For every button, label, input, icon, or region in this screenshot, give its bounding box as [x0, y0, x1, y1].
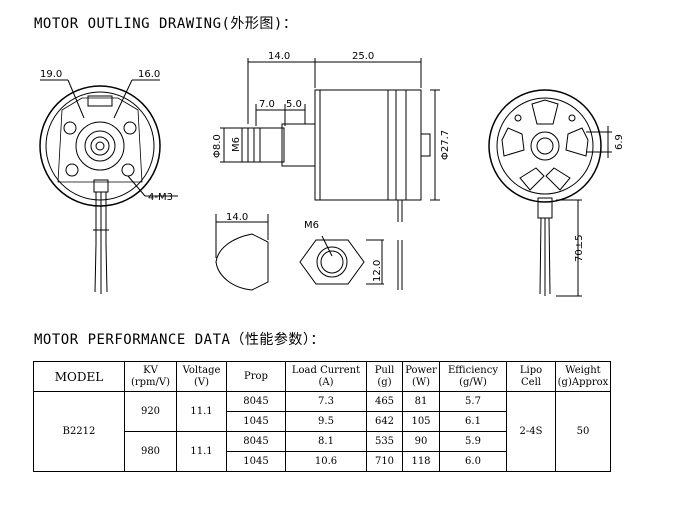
performance-heading: MOTOR PERFORMANCE DATA（性能参数）：	[34, 332, 325, 348]
header-weight-label: Weight	[565, 364, 601, 376]
front-view	[39, 79, 178, 294]
table-row: 1045 9.5 642 105 6.1	[34, 411, 611, 432]
cell-pull: 465	[366, 391, 403, 412]
header-voltage-label: Voltage	[182, 364, 221, 376]
header-lipo-unit: Cell	[521, 376, 541, 388]
cell-pull: 642	[366, 411, 403, 432]
header-kv-unit: (rpm/V)	[130, 376, 171, 388]
cell-load: 9.5	[285, 411, 367, 432]
cell-efficiency: 5.7	[439, 391, 507, 412]
cell-power: 105	[402, 411, 440, 432]
dim-motor-dia: Φ27.7	[440, 130, 451, 160]
motor-outline-drawing: 19.0 16.0 4-M3 14.0 25.0 7.0 5.0 Φ8.0 M6…	[39, 51, 625, 297]
table-row: 1045 10.6 710 118 6.0	[34, 451, 611, 472]
rear-view	[488, 89, 612, 297]
cell-efficiency: 6.0	[439, 451, 507, 472]
dim-body-length: 25.0	[352, 51, 374, 62]
cell-kv: 980	[124, 431, 177, 472]
cell-load: 10.6	[285, 451, 367, 472]
header-lipo-label: Lipo	[519, 364, 543, 376]
table-header-row: MODEL KV(rpm/V) Voltage(V) Prop Load Cur…	[33, 361, 611, 392]
header-model: MODEL	[33, 361, 125, 392]
cell-prop: 8045	[226, 391, 286, 412]
header-weight-unit: (g)Approx	[557, 376, 609, 388]
dim-shaft-dia: Φ8.0	[212, 134, 223, 158]
cell-kv: 920	[124, 391, 177, 432]
header-pull: Pull(g)	[366, 361, 403, 392]
table-row: B2212 920 11.1 8045 7.3 465 81 5.7 2-4S …	[33, 391, 611, 472]
dim-nut-height: 12.0	[372, 260, 383, 282]
dim-screws: 4-M3	[148, 192, 173, 203]
cell-voltage: 11.1	[176, 431, 227, 472]
dim-nut-thread: M6	[304, 220, 319, 231]
dim-step2: 5.0	[286, 99, 302, 110]
dim-front-19: 19.0	[40, 69, 62, 80]
cell-load: 7.3	[285, 391, 367, 412]
header-power: Power(W)	[402, 361, 440, 392]
header-voltage-unit: (V)	[193, 376, 210, 388]
cell-pull: 710	[366, 451, 403, 472]
cell-model: B2212	[33, 391, 125, 472]
header-efficiency-unit: (g/W)	[459, 376, 487, 388]
dim-nut-length: 14.0	[226, 212, 248, 223]
cell-prop: 1045	[226, 411, 286, 432]
header-power-unit: (W)	[411, 376, 431, 388]
header-load: Load Current(A)	[285, 361, 367, 392]
table-row: 980 11.1 8045 8.1 535 90 5.9	[34, 431, 611, 472]
header-voltage: Voltage(V)	[176, 361, 227, 392]
header-power-label: Power	[405, 364, 437, 376]
dim-step1: 7.0	[259, 99, 275, 110]
cell-efficiency: 6.1	[439, 411, 507, 432]
header-efficiency-label: Efficiency	[447, 364, 498, 376]
cell-pull: 535	[366, 431, 403, 452]
side-view	[220, 58, 440, 222]
cell-prop: 1045	[226, 451, 286, 472]
dim-shaft-length: 14.0	[268, 51, 290, 62]
cell-power: 90	[402, 431, 440, 452]
cell-efficiency: 5.9	[439, 431, 507, 452]
header-pull-label: Pull	[374, 364, 395, 376]
header-prop: Prop	[226, 361, 286, 392]
dim-front-16: 16.0	[138, 69, 160, 80]
cell-lipo: 2-4S	[506, 391, 556, 472]
cell-load: 8.1	[285, 431, 367, 452]
dim-thread: M6	[231, 137, 242, 152]
header-efficiency: Efficiency(g/W)	[439, 361, 507, 392]
header-load-unit: (A)	[318, 376, 334, 388]
cell-power: 118	[402, 451, 440, 472]
header-load-label: Load Current	[291, 364, 361, 376]
cell-prop: 8045	[226, 431, 286, 452]
header-pull-unit: (g)	[377, 376, 392, 388]
header-kv: KV(rpm/V)	[124, 361, 177, 392]
performance-table: MODEL KV(rpm/V) Voltage(V) Prop Load Cur…	[33, 361, 611, 472]
dim-wire-length: 70±5	[574, 235, 585, 262]
cell-voltage: 11.1	[176, 391, 227, 432]
prop-nut-view	[215, 214, 403, 291]
dim-rear: 6.9	[614, 134, 625, 150]
cell-power: 81	[402, 391, 440, 412]
header-kv-label: KV	[143, 364, 158, 376]
header-weight: Weight(g)Approx	[555, 361, 611, 392]
outline-heading: MOTOR OUTLING DRAWING(外形图)：	[34, 16, 298, 32]
cell-weight: 50	[555, 391, 611, 472]
